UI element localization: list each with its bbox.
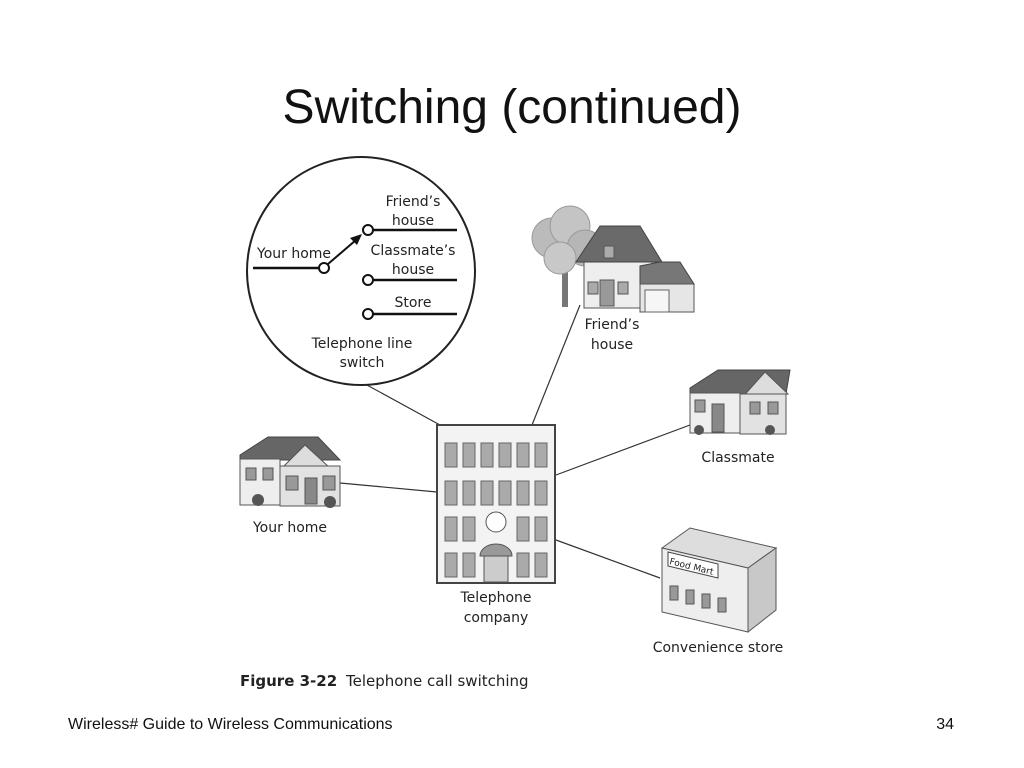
- friends-house-illustration: [531, 205, 695, 313]
- switch-output-classmate-line1: Classmate’s: [371, 243, 456, 259]
- switch-name-line1: Telephone line: [311, 336, 413, 352]
- switch-input-label: Your home: [256, 246, 331, 262]
- line-classmate-to-company: [555, 424, 691, 476]
- slide-footer: Wireless# Guide to Wireless Communicatio…: [68, 716, 393, 733]
- switch-arm: [327, 239, 357, 265]
- friends-house-label-line2: house: [591, 337, 633, 353]
- telephone-company-building: [436, 424, 556, 584]
- switch-output-classmate-line2: house: [392, 262, 434, 278]
- your-home-illustration: [239, 436, 342, 508]
- switch-inset-circle: [246, 156, 476, 386]
- telephone-company-label-line1: Telephone: [459, 590, 531, 606]
- figure-caption-label: Figure 3-22: [240, 672, 337, 690]
- convenience-store-label: Convenience store: [653, 640, 784, 656]
- switch-output-friend-line2: house: [392, 213, 434, 229]
- telephone-company-label-line2: company: [464, 610, 529, 626]
- switch-output-store: Store: [394, 295, 431, 311]
- switch-name-line2: switch: [340, 355, 385, 371]
- output-terminal-store: [362, 308, 374, 320]
- your-home-label: Your home: [252, 520, 327, 536]
- classmate-house-illustration: [689, 369, 791, 435]
- output-terminal-friend: [362, 224, 374, 236]
- line-store-to-company: [555, 539, 661, 579]
- output-terminal-classmate: [362, 274, 374, 286]
- slide-title: Switching (continued): [282, 81, 742, 134]
- friends-house-label-line1: Friend’s: [585, 317, 640, 333]
- switch-arm-arrowhead: [350, 234, 362, 245]
- switch-inset: Your home Friend’s house Classmate’s hou…: [246, 156, 476, 386]
- page-number: 34: [936, 716, 954, 733]
- line-home-to-company: [339, 482, 438, 493]
- building-windows: [444, 442, 548, 578]
- convenience-store-illustration: Food Mart: [660, 527, 778, 634]
- classmate-label: Classmate: [701, 450, 774, 466]
- figure-caption-text: Telephone call switching: [345, 672, 529, 690]
- switch-output-friend-line1: Friend’s: [386, 194, 441, 210]
- input-terminal: [318, 262, 330, 274]
- line-friend-to-company: [531, 304, 581, 426]
